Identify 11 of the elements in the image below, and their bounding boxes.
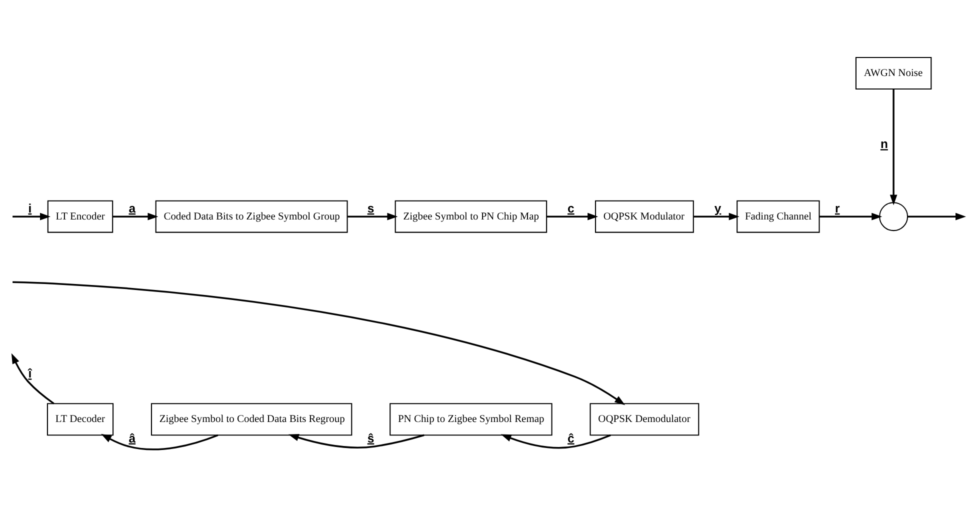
edge-label: â [128, 430, 136, 445]
edge-label: r [835, 200, 840, 215]
edge-label: i [28, 200, 32, 215]
edge-label: n [880, 136, 888, 151]
edge-label: s [367, 200, 374, 215]
edge-label: a [128, 200, 136, 215]
edge-label: ĉ [568, 430, 574, 445]
edge-label: î [28, 366, 32, 380]
edge-label: ŝ [367, 430, 374, 445]
edge-label: c [568, 200, 574, 215]
edge-label: y [714, 200, 722, 215]
